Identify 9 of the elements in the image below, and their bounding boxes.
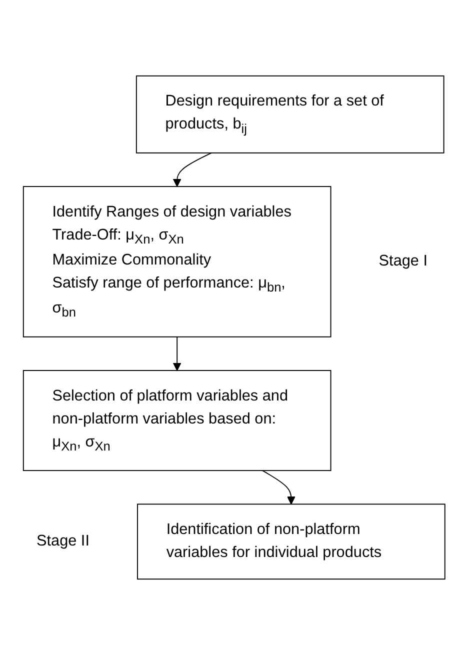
node-box: Selection of platform variables and non-platform variables based on: μ$_{Xn}$, σ$_{Xn}$: [22, 370, 332, 472]
arrow: [172, 152, 212, 187]
node-label: Stage II: [36, 532, 90, 550]
node-box: Design requirements for a set of products, b$_{ij}$: [136, 75, 444, 154]
arrow: [262, 470, 296, 505]
node-box: Identify Ranges of design variables Trade-Off: μ$_{Xn}$, σ$_{Xn}$ Maximize Commonality Satisfy range of performance: μ$_{bn}$, σ$_{bn}$: [22, 186, 332, 338]
node-label: Stage I: [378, 253, 428, 270]
node-box: Identification of non-platform variables for individual products: [137, 504, 446, 580]
arrow: [172, 336, 182, 371]
